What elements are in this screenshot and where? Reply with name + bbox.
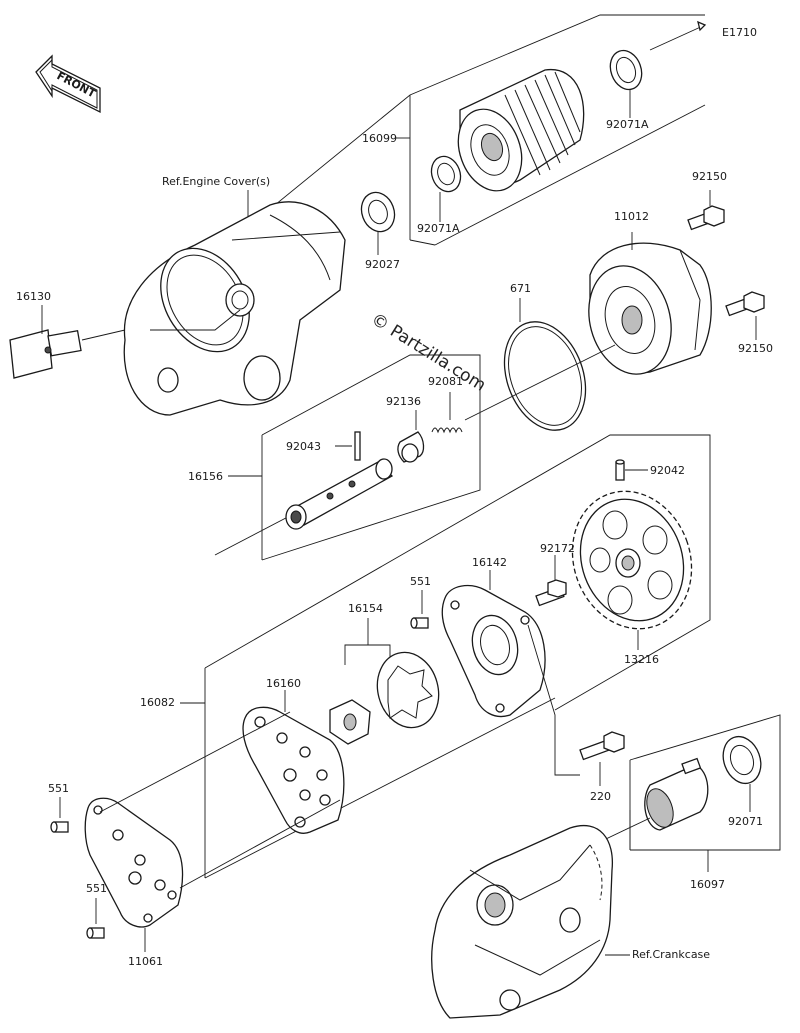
fitting-16130 [9, 329, 82, 379]
callout-92172: 92172 [540, 542, 575, 555]
spring-92081 [431, 427, 463, 434]
callout-16142: 16142 [472, 556, 507, 569]
callout-92150-top: 92150 [692, 170, 727, 183]
oring-671 [503, 321, 587, 431]
bolt-92150-right [725, 291, 765, 317]
callout-671: 671 [510, 282, 531, 295]
engine-cover [123, 201, 346, 416]
diagram-code: E1710 [722, 26, 757, 39]
dowel-551-bottom [86, 927, 105, 939]
callout-16156: 16156 [188, 470, 223, 483]
rotor-outer-16154 [376, 651, 440, 729]
callout-11012: 11012 [614, 210, 649, 223]
callout-92136: 92136 [386, 395, 421, 408]
pump-cover-11012 [588, 242, 712, 375]
callout-92071: 92071 [728, 815, 763, 828]
callout-92042: 92042 [650, 464, 685, 477]
callout-551-top: 551 [410, 575, 431, 588]
front-arrow-icon: FRONT [35, 54, 101, 114]
callout-92043: 92043 [286, 440, 321, 453]
seal-92027 [360, 191, 396, 233]
callout-16099: 16099 [362, 132, 397, 145]
callout-16082: 16082 [140, 696, 175, 709]
callout-220: 220 [590, 790, 611, 803]
bolt-92150-top [687, 205, 725, 231]
plate-16160 [242, 706, 345, 834]
oring-92071A-top [609, 49, 643, 91]
oring-92071 [722, 735, 762, 785]
relief-valve-16156 [285, 458, 394, 530]
bolt-92172 [535, 579, 567, 607]
callout-16154: 16154 [348, 602, 383, 615]
bolt-220 [579, 731, 625, 761]
callout-92150-right: 92150 [738, 342, 773, 355]
pin-92043 [354, 431, 361, 461]
strainer-16097 [644, 757, 709, 831]
gear-13216 [571, 490, 693, 630]
callout-16130: 16130 [16, 290, 51, 303]
callout-16160: 16160 [266, 677, 301, 690]
callout-11061: 11061 [128, 955, 163, 968]
callout-551-bottom: 551 [86, 882, 107, 895]
pump-body-16142 [441, 584, 546, 718]
dowel-551-left [50, 821, 69, 833]
callout-92071A-mid: 92071A [417, 222, 460, 235]
callout-92081: 92081 [428, 375, 463, 388]
dowel-551-top [410, 617, 429, 629]
ref-crankcase: Ref.Crankcase [632, 948, 710, 961]
ref-engine-cover: Ref.Engine Cover(s) [162, 175, 270, 188]
pin-92042 [615, 459, 625, 481]
callout-92027: 92027 [365, 258, 400, 271]
callout-16097: 16097 [690, 878, 725, 891]
piston-92136 [397, 431, 425, 463]
callout-92071A-top: 92071A [606, 118, 649, 131]
rotor-inner-16154 [329, 699, 371, 745]
callout-13216: 13216 [624, 653, 659, 666]
oil-filter-16099 [457, 69, 585, 192]
oring-92071A-mid [430, 155, 462, 193]
crankcase [431, 824, 614, 1019]
callout-551-left: 551 [48, 782, 69, 795]
gasket-11061 [84, 797, 184, 928]
